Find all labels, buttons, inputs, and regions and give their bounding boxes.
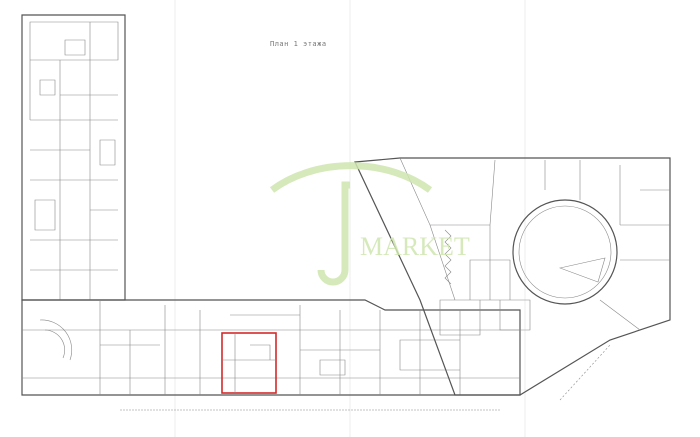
east-building (354, 157, 671, 401)
highlighted-unit[interactable] (221, 332, 277, 394)
south-wing (21, 299, 521, 411)
plan-title: План 1 этажа (270, 40, 327, 48)
left-wing (21, 14, 126, 361)
svg-text:MARKET: MARKET (360, 232, 470, 261)
market-watermark-logo: MARKET (269, 162, 470, 286)
atrium-circle (512, 199, 618, 305)
